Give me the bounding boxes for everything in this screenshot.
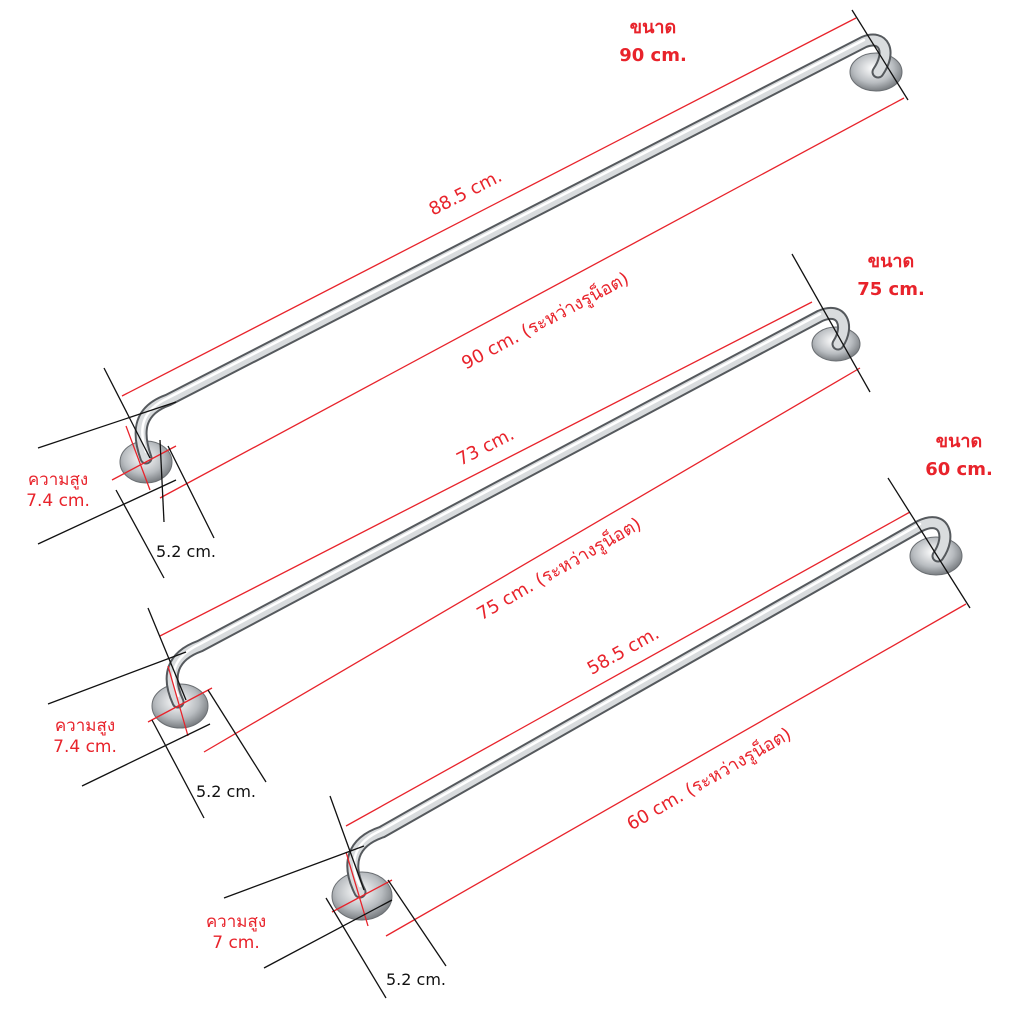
bar-tube-shadow [134, 33, 892, 465]
guide [887, 477, 971, 609]
height-label-60: ความสูง 7 cm. [186, 912, 286, 955]
bar-length-75: 73 cm. [453, 424, 518, 471]
guide [81, 723, 211, 787]
guide [103, 367, 151, 459]
height-title: ความสูง [27, 470, 89, 490]
dimensions-90 [37, 9, 909, 579]
guide [151, 719, 205, 819]
bar-highlight [141, 38, 866, 454]
guide [37, 479, 177, 545]
size-value: 90 cm. [619, 44, 687, 66]
bar-length-line [121, 17, 857, 397]
bar-tube-shadow [165, 306, 851, 709]
height-label-90: ความสูง 7.4 cm. [8, 470, 108, 513]
size-title: ขนาด [629, 17, 677, 38]
height-value: 7.4 cm. [26, 491, 90, 512]
size-value: 60 cm. [925, 458, 993, 480]
size-label-60: ขนาด 60 cm. [914, 428, 1004, 484]
size-label-90: ขนาด 90 cm. [608, 14, 698, 70]
height-value: 7 cm. [212, 933, 260, 954]
towel-bar-60 [331, 516, 963, 921]
base-width-90: 5.2 cm. [156, 542, 216, 561]
height-label-75: ความสูง 7.4 cm. [30, 716, 140, 759]
size-title: ขนาด [867, 251, 915, 272]
guide [263, 899, 393, 969]
towel-bar-90 [119, 33, 903, 484]
guide [207, 689, 267, 783]
guide [147, 607, 187, 701]
size-label-75: ขนาด 75 cm. [846, 248, 936, 304]
base-width-75: 5.2 cm. [196, 782, 256, 801]
size-title: ขนาด [935, 431, 983, 452]
bar-tube [348, 518, 950, 897]
base-width-line [111, 445, 177, 481]
bar-tube-shadow [346, 516, 952, 899]
guide [37, 401, 177, 449]
hole-distance-line [203, 367, 861, 753]
hole-distance-90: 90 cm. (ระหว่างรูน็อต) [457, 266, 632, 374]
dimensions-60 [223, 477, 971, 999]
guide [325, 897, 387, 999]
height-line [167, 665, 189, 737]
base-width-60: 5.2 cm. [386, 970, 446, 989]
dimensions-75 [47, 253, 871, 819]
guide [47, 651, 187, 705]
bar-tube [136, 35, 890, 463]
hole-distance-60: 60 cm. (ระหว่างรูน็อต) [622, 722, 795, 835]
guide [791, 253, 871, 393]
height-value: 7.4 cm. [53, 737, 117, 758]
size-value: 75 cm. [857, 278, 925, 300]
bar-tube [167, 308, 849, 707]
bar-highlight [172, 312, 822, 698]
height-line [125, 425, 151, 491]
height-title: ความสูง [54, 716, 116, 736]
bar-length-line [159, 301, 813, 637]
bar-length-line [345, 511, 911, 827]
height-title: ความสูง [205, 912, 267, 932]
hole-distance-75: 75 cm. (ระหว่างรูน็อต) [472, 512, 645, 625]
guide [223, 845, 365, 899]
guide [851, 9, 909, 101]
base-width-line [331, 879, 393, 913]
towel-bar-75 [151, 306, 861, 729]
guide [387, 879, 447, 967]
guide [159, 439, 165, 523]
hole-distance-line [159, 97, 905, 499]
guide [329, 795, 365, 891]
guide [167, 445, 215, 539]
hole-distance-line [385, 603, 967, 937]
bar-length-90: 88.5 cm. [426, 166, 506, 221]
height-line [345, 851, 369, 927]
guide [115, 489, 165, 579]
base-width-line [147, 687, 213, 723]
bar-highlight [352, 522, 922, 888]
